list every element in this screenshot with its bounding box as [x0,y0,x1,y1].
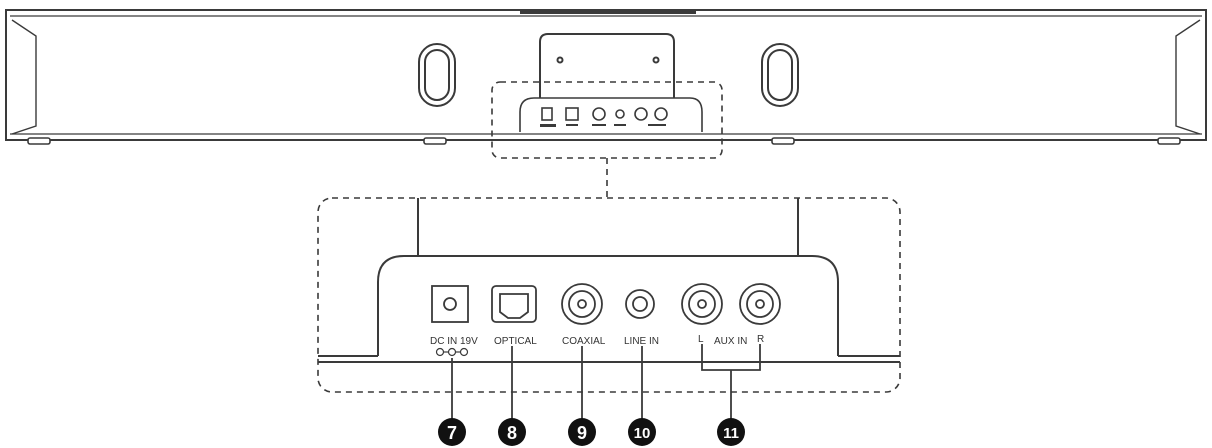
line-in-label: LINE IN [624,336,659,347]
svg-text:9: 9 [577,423,587,443]
optical-label: OPTICAL [494,336,537,347]
aux-left-label: L [698,334,704,345]
dc-polarity-icon [435,347,469,357]
aux-in-left-port [681,283,723,325]
wall-bracket [539,33,675,100]
mini-connection-panel [519,97,703,132]
svg-text:8: 8 [507,423,517,443]
callout-9: 9 [568,418,596,446]
aux-in-right-port [739,283,781,325]
enlarged-panel [318,198,900,363]
callout-11: 11 [717,418,745,446]
svg-text:7: 7 [447,423,457,443]
zoom-indicator [491,81,723,198]
aux-right-label: R [757,334,764,345]
soundbar-feet [27,137,1181,145]
line-in-port [625,289,655,319]
dc-in-label: DC IN 19V [430,336,478,347]
aux-in-label: AUX IN [714,336,747,347]
enlarged-panel-frame [317,197,901,393]
optical-port [491,285,537,323]
callout-7: 7 [438,418,466,446]
rear-handles [418,43,799,107]
callout-10: 10 [628,418,656,446]
callout-8: 8 [498,418,526,446]
coaxial-label: COAXIAL [562,336,606,347]
callout-leaders [451,344,761,420]
svg-text:11: 11 [723,425,739,442]
dc-in-port [431,285,469,323]
coaxial-port [561,283,603,325]
svg-text:10: 10 [634,425,651,442]
